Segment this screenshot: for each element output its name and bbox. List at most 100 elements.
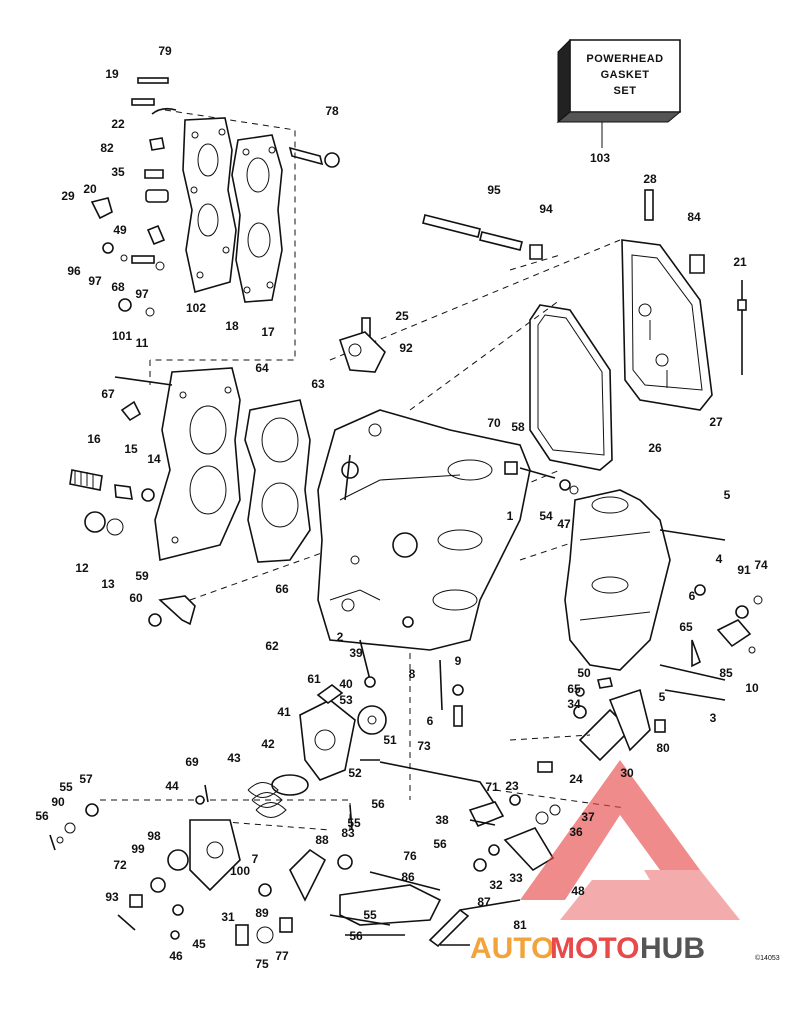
callout-40: 40	[339, 677, 353, 691]
gasket-box-line1: POWERHEAD	[586, 53, 663, 65]
watermark-moto: MOTO	[550, 932, 639, 965]
throttle-cam-assembly	[49, 683, 356, 946]
diagram-code: ©14053	[755, 954, 780, 962]
callout-63: 63	[311, 377, 325, 391]
gasket-set-box: POWERHEAD GASKET SET	[556, 38, 682, 148]
callout-51: 51	[383, 733, 397, 747]
callout-78: 78	[325, 104, 339, 118]
upper-left-fasteners	[90, 77, 340, 317]
callout-10: 10	[745, 681, 759, 695]
callout-89: 89	[255, 906, 269, 920]
callout-34: 34	[567, 697, 581, 711]
lower-right-linkage	[329, 794, 561, 948]
cylinder-head-bolt-and-bracket	[338, 317, 386, 373]
callout-19: 19	[105, 67, 119, 81]
callout-95: 95	[487, 183, 501, 197]
callout-82: 82	[100, 141, 114, 155]
callout-56: 56	[349, 929, 363, 943]
callout-22: 22	[111, 117, 125, 131]
callout-30: 30	[620, 766, 634, 780]
callout-15: 15	[124, 442, 138, 456]
callout-79: 79	[158, 44, 172, 58]
upper-right-parts	[422, 189, 747, 375]
callout-80: 80	[656, 741, 670, 755]
callout-56: 56	[433, 837, 447, 851]
exhaust-gasket	[244, 399, 311, 563]
callout-29: 29	[61, 189, 75, 203]
gasket-box-line2: GASKET	[601, 69, 650, 81]
callout-56: 56	[35, 809, 49, 823]
callout-41: 41	[277, 705, 291, 719]
callout-61: 61	[307, 672, 321, 686]
callout-14: 14	[147, 452, 161, 466]
callout-66: 66	[275, 582, 289, 596]
intake-gasket	[529, 304, 613, 471]
callout-91: 91	[737, 563, 751, 577]
callout-86: 86	[401, 870, 415, 884]
callout-70: 70	[487, 416, 501, 430]
callout-97: 97	[135, 287, 149, 301]
crankcase-half	[564, 489, 726, 701]
callout-47: 47	[557, 517, 571, 531]
callout-20: 20	[83, 182, 97, 196]
callout-88: 88	[315, 833, 329, 847]
callout-87: 87	[477, 895, 491, 909]
cylinder-head-cover	[182, 117, 237, 294]
callout-42: 42	[261, 737, 275, 751]
callout-36: 36	[569, 825, 583, 839]
exhaust-cover	[154, 367, 241, 561]
callout-62: 62	[265, 639, 279, 653]
callout-9: 9	[455, 654, 462, 668]
callout-11: 11	[136, 336, 149, 350]
callout-75: 75	[255, 957, 269, 971]
callout-102: 102	[186, 301, 206, 315]
callout-21: 21	[733, 255, 747, 269]
watermark-hub: HUB	[640, 932, 705, 965]
callout-46: 46	[169, 949, 183, 963]
callout-57: 57	[79, 772, 93, 786]
callout-67: 67	[101, 387, 115, 401]
callout-43: 43	[227, 751, 241, 765]
callout-12: 12	[75, 561, 89, 575]
callout-90: 90	[51, 795, 65, 809]
callout-16: 16	[87, 432, 101, 446]
callout-77: 77	[275, 949, 289, 963]
callout-103: 103	[590, 151, 610, 165]
right-side-fasteners	[504, 461, 763, 773]
callout-98: 98	[147, 829, 161, 843]
callout-74: 74	[754, 558, 768, 572]
callout-85: 85	[719, 666, 733, 680]
callout-65: 65	[679, 620, 693, 634]
callout-65: 65	[567, 682, 581, 696]
callout-76: 76	[403, 849, 417, 863]
watermark-logo	[520, 760, 740, 920]
callout-64: 64	[255, 361, 269, 375]
callout-58: 58	[511, 420, 525, 434]
callout-50: 50	[577, 666, 591, 680]
callout-69: 69	[185, 755, 199, 769]
watermark-auto: AUTO	[470, 932, 554, 965]
callout-53: 53	[339, 693, 353, 707]
callout-99: 99	[131, 842, 145, 856]
callout-5: 5	[659, 690, 666, 704]
gasket-box-line3: SET	[614, 85, 637, 97]
watermark-brand: AUTO MOTO HUB ©14053	[470, 932, 780, 965]
callout-83: 83	[341, 826, 355, 840]
left-side-parts	[69, 376, 196, 627]
callout-13: 13	[101, 577, 115, 591]
callout-45: 45	[192, 937, 206, 951]
callout-96: 96	[67, 264, 81, 278]
callout-6: 6	[427, 714, 434, 728]
callout-94: 94	[539, 202, 553, 216]
callout-6: 6	[689, 589, 696, 603]
callout-71: 71	[485, 780, 499, 794]
callout-72: 72	[113, 858, 127, 872]
cylinder-head-gasket	[231, 134, 283, 303]
callout-55: 55	[347, 816, 361, 830]
callout-18: 18	[225, 319, 239, 333]
callout-4: 4	[716, 552, 723, 566]
callout-7: 7	[252, 852, 259, 866]
callout-60: 60	[129, 591, 143, 605]
